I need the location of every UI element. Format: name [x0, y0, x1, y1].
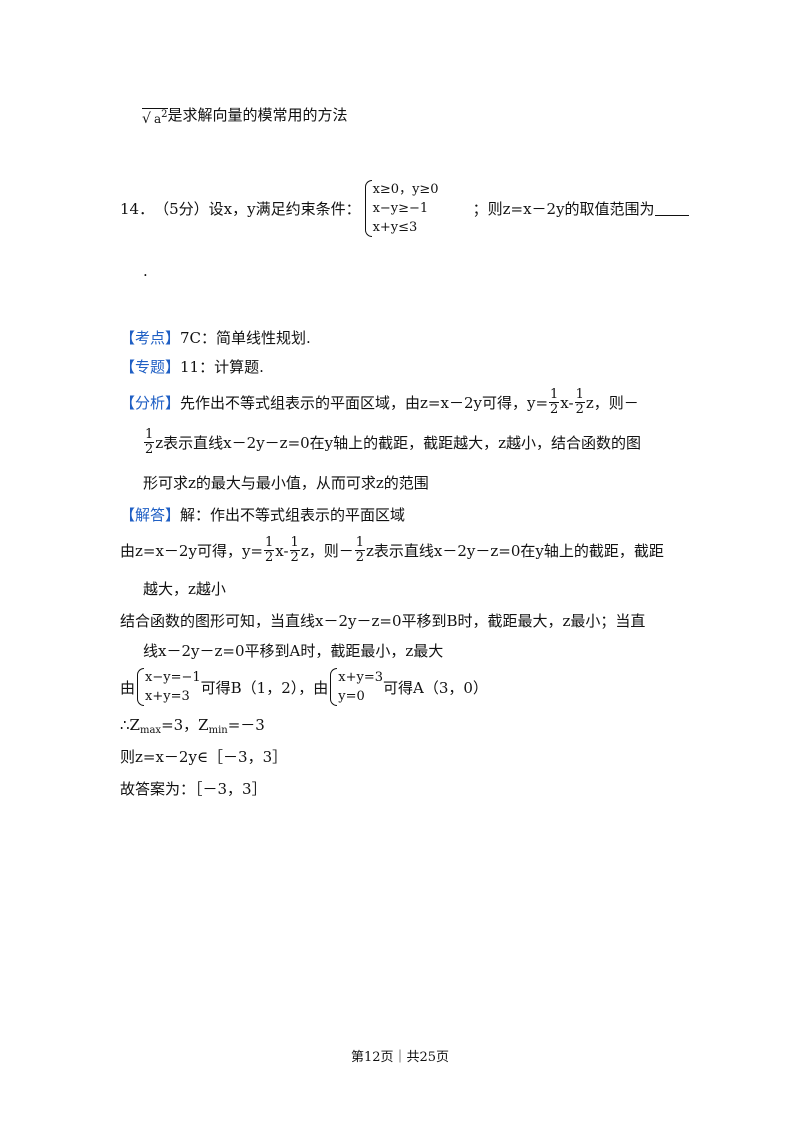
fraction-denominator: 2 — [265, 550, 274, 565]
fraction-numerator: 1 — [549, 387, 560, 403]
top-line: √ a2 是求解向量的模常用的方法 — [142, 104, 348, 127]
jieda-text-6c: 可得A（3，0） — [383, 678, 488, 697]
jieda-line-9: 故答案为：［－3，3］ — [120, 780, 267, 798]
jieda-line-7: ∴Zmax=3，Zmin=－3 — [120, 714, 265, 736]
constraint-1: x≥0，y≥0 — [372, 182, 439, 197]
jieda-line-1: 【解答】解：作出不等式组表示的平面区域 — [120, 504, 405, 525]
equation-1a: x−y=−1 — [145, 670, 201, 685]
fraction-denominator: 2 — [355, 550, 365, 565]
question-score: （5分） — [154, 200, 209, 218]
question-number: 14． — [120, 200, 155, 218]
fenxi-text-1: 先作出不等式组表示的平面区域，由z=x－2y可得，y= — [180, 394, 549, 412]
constraint-2: x−y≥−1 — [372, 201, 429, 216]
jieda-text-1: 解：作出不等式组表示的平面区域 — [180, 506, 406, 524]
fraction-numerator: 1 — [574, 387, 585, 403]
fraction-numerator: 1 — [264, 535, 275, 551]
zhuanti-text: 11：计算题. — [180, 358, 264, 376]
sqrt-symbol: √ a2 — [142, 107, 168, 127]
fraction-numerator: 1 — [289, 535, 300, 551]
zhuanti-line: 【专题】11：计算题. — [120, 356, 264, 377]
zhuanti-tag: 【专题】 — [120, 358, 181, 376]
fenxi-text-2: x- — [560, 393, 574, 412]
kaodian-tag: 【考点】 — [120, 329, 181, 347]
fenxi-text-3: z，则－ — [585, 394, 639, 412]
jieda-text-6a: 由 — [120, 678, 136, 697]
jieda-line-4: 结合函数的图形可知，当直线x－2y－z=0平移到B时，截距最大，z最小；当直 — [120, 612, 646, 630]
fraction-denominator: 2 — [290, 550, 299, 565]
fraction-denominator: 2 — [145, 442, 154, 457]
jieda-line-8: 则z=x－2y∈［－3，3］ — [120, 748, 288, 766]
kaodian-line: 【考点】7C：简单线性规划. — [120, 327, 311, 348]
jieda-text-2c: z，则－ — [300, 542, 354, 560]
equation-1b: x+y=3 — [145, 689, 190, 704]
subscript-min: min — [208, 725, 228, 736]
page-footer: 第12页｜共25页 — [350, 1050, 450, 1065]
fenxi-line-3: 形可求z的最大与最小值，从而可求z的范围 — [143, 474, 429, 492]
equation-2b: y=0 — [338, 689, 365, 704]
z-min-value: =－3 — [227, 716, 265, 734]
question-14: 14． （5分） 设x，y满足约束条件： x≥0，y≥0 x−y≥−1 x+y≤… — [120, 180, 689, 237]
jieda-text-2d: z表示直线x－2y－z=0在y轴上的截距，截距 — [366, 542, 664, 560]
top-line-text: 是求解向量的模常用的方法 — [167, 106, 348, 124]
jieda-text-6b: 可得B（1，2），由 — [200, 678, 329, 697]
equation-system-1: x−y=−1 x+y=3 — [135, 668, 201, 706]
z-max-value: =3，Z — [161, 716, 209, 734]
fenxi-text-4: z表示直线x－2y－z=0在y轴上的截距，截距越大，z越小，结合函数的图 — [155, 434, 642, 452]
vector-a: a — [154, 111, 162, 126]
fraction-denominator: 2 — [550, 402, 559, 417]
equation-2a: x+y=3 — [338, 670, 383, 685]
subscript-max: max — [139, 725, 162, 736]
fenxi-tag: 【分析】 — [120, 394, 181, 412]
question-trailing-dot: . — [143, 262, 148, 280]
z-symbol: ∴Z — [120, 716, 140, 734]
jieda-text-2b: x- — [275, 541, 289, 560]
jieda-line-3: 越大，z越小 — [143, 580, 226, 598]
fraction-numerator: 1 — [144, 427, 155, 443]
fraction-numerator: 1 — [354, 535, 366, 551]
jieda-line-6: 由 x−y=−1 x+y=3 可得B（1，2），由 x+y=3 y=0 可得A（… — [120, 668, 488, 706]
question-prefix: 设x，y满足约束条件： — [208, 200, 361, 218]
constraint-system: x≥0，y≥0 x−y≥−1 x+y≤3 — [363, 180, 439, 237]
exponent: 2 — [161, 108, 168, 120]
equation-system-2: x+y=3 y=0 — [328, 668, 383, 706]
jieda-line-5: 线x－2y－z=0平移到A时，截距最小，z最大 — [143, 642, 444, 660]
constraint-3: x+y≤3 — [372, 220, 418, 235]
answer-blank — [654, 201, 689, 216]
jieda-text-2a: 由z=x－2y可得，y= — [120, 542, 263, 560]
question-suffix: ；则z=x－2y的取值范围为 — [472, 200, 655, 218]
kaodian-text: 7C：简单线性规划. — [180, 329, 311, 347]
fraction-denominator: 2 — [575, 402, 584, 417]
jieda-tag: 【解答】 — [120, 506, 181, 524]
